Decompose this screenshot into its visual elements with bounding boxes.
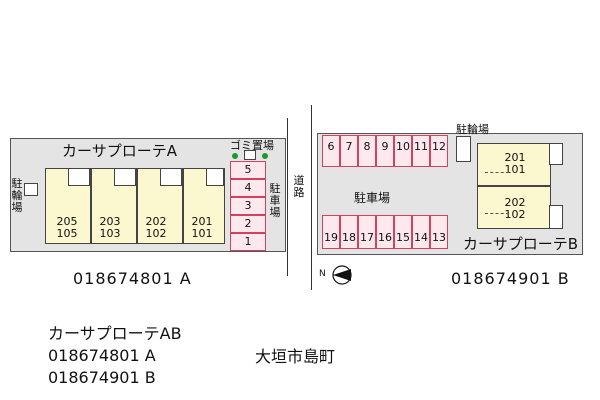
compass-icon: [320, 264, 356, 286]
parking-slot: 4: [230, 179, 266, 197]
unit-label-upper: 201: [504, 151, 526, 164]
parking-slot: 12: [430, 135, 448, 167]
parking-slot: 18: [340, 215, 358, 249]
unit-label-lower: 101: [191, 227, 213, 240]
unit-b-upper-notch: [549, 143, 563, 165]
parking-slot: 10: [394, 135, 412, 167]
parking-slot: 2: [230, 215, 266, 233]
unit-label-upper: 201: [191, 215, 213, 228]
unit-label-lower: 102: [145, 227, 167, 240]
unit-a-201-notch: [206, 168, 224, 186]
parking-slot: 13: [430, 215, 448, 249]
unit-label-upper: 203: [99, 215, 121, 228]
info-location: 大垣市島町: [255, 347, 336, 366]
parking-slot: 19: [322, 215, 340, 249]
road-label: 道路: [293, 174, 305, 199]
unit-a-202-notch: [160, 168, 182, 186]
info-code-a: 018674801 A: [48, 346, 156, 365]
unit-label-lower: 105: [56, 227, 78, 240]
garbage-bin: [244, 150, 256, 160]
building-a-parking: 5 4 3 2 1: [230, 161, 266, 253]
parking-slot: 14: [412, 215, 430, 249]
parking-slot: 6: [322, 135, 340, 167]
building-a-code: 018674801 A: [73, 269, 192, 288]
unit-a-205-notch: [68, 168, 90, 186]
parking-slot: 16: [376, 215, 394, 249]
garbage-marker: [262, 153, 268, 159]
unit-label-upper: 202: [145, 215, 167, 228]
entrance-dashes: [485, 172, 509, 214]
unit-b-lower-block: [477, 186, 551, 229]
road-line-left: [287, 118, 288, 276]
garbage-marker: [232, 153, 238, 159]
parking-slot: 17: [358, 215, 376, 249]
unit-label-upper: 205: [56, 215, 78, 228]
parking-slot: 3: [230, 197, 266, 215]
unit-label-lower: 101: [504, 163, 526, 176]
unit-label-lower: 102: [504, 208, 526, 221]
unit-label-upper: 202: [504, 196, 526, 209]
info-code-b: 018674901 B: [48, 368, 156, 387]
parking-slot: 8: [358, 135, 376, 167]
building-b-code: 018674901 B: [451, 269, 570, 288]
building-b-parking-label: 駐車場: [354, 191, 391, 205]
unit-label-lower: 103: [99, 227, 121, 240]
parking-slot: 11: [412, 135, 430, 167]
unit-a-203-notch: [114, 168, 136, 186]
parking-slot: 7: [340, 135, 358, 167]
road-line-right: [311, 105, 312, 290]
parking-slot: 1: [230, 233, 266, 251]
building-a-parking-label: 駐車場: [269, 182, 281, 219]
building-b-bike-label: 駐輪場: [456, 123, 489, 136]
info-title: カーサプローテAB: [48, 324, 182, 343]
building-a-bike-shelter: [24, 183, 38, 196]
building-b-bike-shelter: [456, 136, 471, 162]
parking-slot: 9: [376, 135, 394, 167]
parking-slot: 5: [230, 161, 266, 179]
unit-b-upper-block: [477, 143, 551, 186]
compass-label: N: [319, 269, 326, 279]
building-a-name: カーサプローテA: [62, 142, 177, 160]
unit-b-lower-notch: [549, 205, 563, 229]
parking-slot: 15: [394, 215, 412, 249]
building-a-bike-label: 駐輪場: [11, 177, 23, 214]
garbage-station-label: ゴミ置場: [230, 139, 274, 152]
building-b-name: カーサプローテB: [463, 235, 578, 253]
